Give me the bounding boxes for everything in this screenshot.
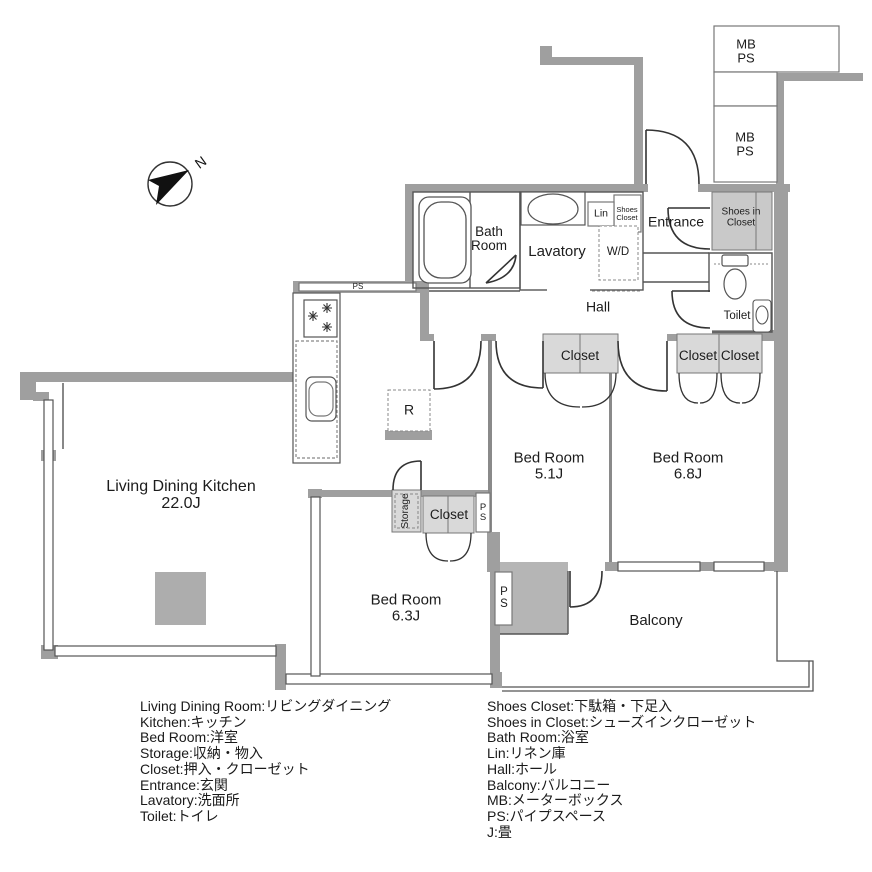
- windows: [43, 399, 765, 685]
- ldk-pillar: [155, 572, 206, 625]
- legend-item: Shoes Closet:下駄箱・下足入: [487, 698, 673, 714]
- legend-item: Balcony:バルコニー: [487, 776, 611, 793]
- legend-item: Bed Room:洋室: [140, 729, 239, 746]
- refrigerator-area: [387, 389, 431, 432]
- legend-item: J:畳: [487, 823, 512, 840]
- closet-dividers: [447, 192, 757, 533]
- legend-item: Hall:ホール: [487, 760, 558, 777]
- room-label-hall: Hall: [585, 298, 611, 315]
- legend-item: Storage:収納・物入: [140, 745, 263, 762]
- toilet-corner-sink-icon: [752, 299, 772, 333]
- legend-item: Bath Room:浴室: [487, 729, 589, 746]
- kitchen-counter: [292, 292, 341, 464]
- compass-icon: N: [147, 153, 210, 207]
- toilet-icon: [721, 254, 749, 300]
- stove-icon: [303, 299, 338, 338]
- folding-door-arcs: [425, 372, 761, 562]
- closet-boxes: [391, 191, 773, 534]
- room-label-entrance: Entrance: [647, 213, 705, 230]
- legend-item: Kitchen:キッチン: [140, 713, 247, 730]
- legend-item: Shoes in Closet:シューズインクローゼット: [487, 713, 757, 730]
- lavatory-door-gap: [547, 287, 590, 294]
- room-label-closet-4: Closet: [429, 506, 469, 522]
- room-label-balcony: Balcony: [629, 612, 683, 630]
- legend-item: PS:パイプスペース: [487, 807, 606, 824]
- legend-item: Lavatory:洗面所: [140, 792, 240, 809]
- room-label-lavatory: Lavatory: [528, 243, 586, 261]
- service-boxes: [298, 25, 840, 626]
- room-label-ps-strip: PS: [352, 281, 364, 291]
- legend-left-column: Living Dining Room:リビングダイニング Kitchen:キッチ…: [140, 698, 392, 825]
- kitchen-sink-icon: [305, 376, 337, 422]
- room-label-ps-1: PS: [479, 502, 487, 523]
- room-label-ps-2: PS: [500, 586, 508, 610]
- legend-item: Living Dining Room:リビングダイニング: [140, 698, 392, 714]
- storage-inner-dash: [394, 493, 419, 529]
- room-label-toilet: Toilet: [723, 309, 751, 322]
- legend-item: Entrance:玄関: [140, 776, 228, 793]
- stove-burner-icons: [308, 303, 332, 332]
- legend-item: Closet:押入・クローゼット: [140, 760, 310, 777]
- bathtub-icon: [418, 196, 472, 284]
- room-label-lin: Lin: [593, 207, 609, 220]
- door-arcs: [392, 129, 711, 608]
- legend-item: MB:メーターボックス: [487, 792, 624, 809]
- room-label-refrigerator: R: [403, 401, 415, 418]
- room-label-closet-3: Closet: [720, 347, 760, 363]
- legend-right-column: Shoes Closet:下駄箱・下足入 Shoes in Closet:シュー…: [487, 698, 757, 840]
- room-label-closet-1: Closet: [560, 347, 600, 363]
- legend-item: Lin:リネン庫: [487, 745, 566, 762]
- room-label-closet-2: Closet: [678, 347, 718, 363]
- washer-dryer-area: [598, 225, 639, 281]
- room-label-storage: Storage: [399, 493, 411, 529]
- legend-item: Toilet:トイレ: [140, 807, 219, 824]
- room-label-wd: W/D: [606, 245, 630, 258]
- compass-north-label: N: [192, 153, 210, 172]
- lavatory-sink-icon: [520, 191, 586, 226]
- balcony-outline: [502, 571, 814, 692]
